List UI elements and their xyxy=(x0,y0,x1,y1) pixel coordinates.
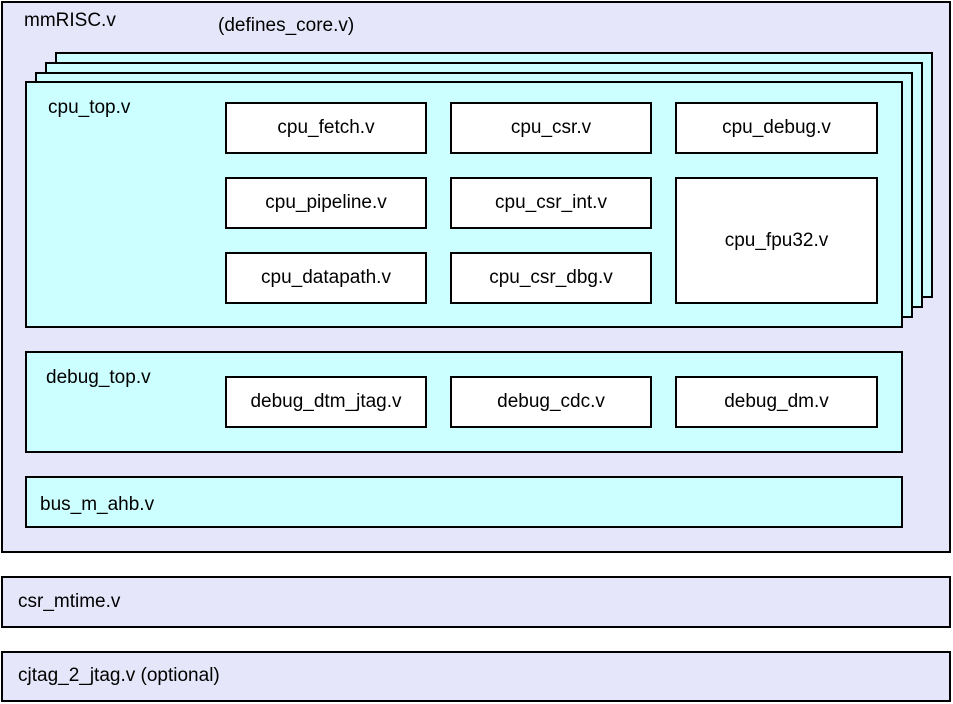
module-label: cpu_csr_dbg.v xyxy=(489,267,613,288)
module-cpu-csr: cpu_csr.v xyxy=(450,102,652,154)
mmrisc-title: mmRISC.v xyxy=(24,10,116,31)
module-debug-cdc: debug_cdc.v xyxy=(450,376,652,428)
defines-core-label: (defines_core.v) xyxy=(218,15,355,36)
module-label: cpu_fetch.v xyxy=(277,117,375,138)
module-label: cpu_csr.v xyxy=(510,117,592,138)
module-label: debug_dtm_jtag.v xyxy=(250,391,402,412)
csr-mtime-container xyxy=(1,576,951,628)
module-label: cpu_pipeline.v xyxy=(265,192,387,213)
module-label: debug_cdc.v xyxy=(497,391,605,412)
cpu-top-title: cpu_top.v xyxy=(48,97,131,118)
module-label: cpu_fpu32.v xyxy=(724,229,829,251)
module-label: cpu_csr_int.v xyxy=(495,192,607,213)
debug-top-title: debug_top.v xyxy=(46,367,151,388)
module-cpu-csr-dbg: cpu_csr_dbg.v xyxy=(450,252,652,304)
bus-m-ahb-container xyxy=(25,476,903,528)
module-cpu-csr-int: cpu_csr_int.v xyxy=(450,177,652,229)
csr-mtime-title: csr_mtime.v xyxy=(18,591,121,612)
module-label: debug_dm.v xyxy=(724,391,829,412)
module-debug-dm: debug_dm.v xyxy=(675,376,878,428)
cjtag-2-jtag-title: cjtag_2_jtag.v (optional) xyxy=(18,665,220,686)
module-cpu-fetch: cpu_fetch.v xyxy=(225,102,427,154)
module-cpu-pipeline: cpu_pipeline.v xyxy=(225,177,427,229)
module-label: cpu_debug.v xyxy=(722,117,831,138)
module-cpu-fpu32: cpu_fpu32.v xyxy=(675,177,878,304)
module-cpu-debug: cpu_debug.v xyxy=(675,102,878,154)
module-label: cpu_datapath.v xyxy=(261,267,391,288)
cjtag-2-jtag-container xyxy=(1,651,951,702)
module-debug-dtm-jtag: debug_dtm_jtag.v xyxy=(225,376,427,428)
module-cpu-datapath: cpu_datapath.v xyxy=(225,252,427,304)
bus-m-ahb-title: bus_m_ahb.v xyxy=(40,494,155,515)
